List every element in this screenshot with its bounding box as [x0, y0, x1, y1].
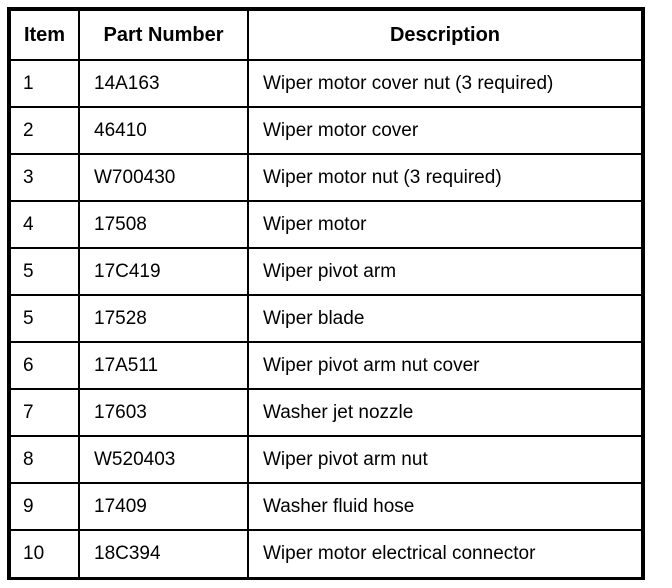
cell-item: 5: [11, 247, 80, 296]
table-row: 8 W520403 Wiper pivot arm nut: [11, 435, 641, 484]
column-header-description: Description: [247, 11, 641, 61]
cell-item: 10: [11, 529, 80, 577]
cell-item: 4: [11, 200, 80, 249]
column-header-item: Item: [11, 11, 80, 61]
table-row: 5 17C419 Wiper pivot arm: [11, 247, 641, 296]
table-row: 5 17528 Wiper blade: [11, 294, 641, 343]
cell-item: 5: [11, 294, 80, 343]
cell-item: 2: [11, 106, 80, 155]
table-row: 3 W700430 Wiper motor nut (3 required): [11, 153, 641, 202]
table-row: 10 18C394 Wiper motor electrical connect…: [11, 529, 641, 577]
cell-part-number: 46410: [78, 106, 249, 155]
table-row: 7 17603 Washer jet nozzle: [11, 388, 641, 437]
cell-description: Wiper motor cover nut (3 required): [247, 59, 641, 108]
cell-part-number: W520403: [78, 435, 249, 484]
cell-description: Washer fluid hose: [247, 482, 641, 531]
cell-description: Washer jet nozzle: [247, 388, 641, 437]
table-row: 1 14A163 Wiper motor cover nut (3 requir…: [11, 59, 641, 108]
cell-item: 7: [11, 388, 80, 437]
cell-part-number: 17508: [78, 200, 249, 249]
cell-item: 3: [11, 153, 80, 202]
cell-description: Wiper blade: [247, 294, 641, 343]
column-header-part-number: Part Number: [78, 11, 249, 61]
cell-item: 1: [11, 59, 80, 108]
cell-item: 6: [11, 341, 80, 390]
table-row: 2 46410 Wiper motor cover: [11, 106, 641, 155]
cell-part-number: 17C419: [78, 247, 249, 296]
cell-description: Wiper pivot arm nut: [247, 435, 641, 484]
cell-item: 9: [11, 482, 80, 531]
cell-part-number: 17528: [78, 294, 249, 343]
cell-part-number: 18C394: [78, 529, 249, 577]
cell-description: Wiper motor electrical connector: [247, 529, 641, 577]
table-header: Item Part Number Description: [11, 11, 641, 61]
cell-description: Wiper motor: [247, 200, 641, 249]
cell-description: Wiper motor nut (3 required): [247, 153, 641, 202]
cell-description: Wiper pivot arm nut cover: [247, 341, 641, 390]
parts-table: Item Part Number Description 1 14A163 Wi…: [11, 11, 641, 577]
cell-part-number: 14A163: [78, 59, 249, 108]
cell-description: Wiper pivot arm: [247, 247, 641, 296]
cell-part-number: 17603: [78, 388, 249, 437]
parts-table-container: Item Part Number Description 1 14A163 Wi…: [7, 7, 645, 580]
cell-description: Wiper motor cover: [247, 106, 641, 155]
table-row: 6 17A511 Wiper pivot arm nut cover: [11, 341, 641, 390]
cell-part-number: 17409: [78, 482, 249, 531]
table-header-row: Item Part Number Description: [11, 11, 641, 61]
cell-item: 8: [11, 435, 80, 484]
table-body: 1 14A163 Wiper motor cover nut (3 requir…: [11, 59, 641, 577]
cell-part-number: W700430: [78, 153, 249, 202]
table-row: 9 17409 Washer fluid hose: [11, 482, 641, 531]
table-row: 4 17508 Wiper motor: [11, 200, 641, 249]
cell-part-number: 17A511: [78, 341, 249, 390]
